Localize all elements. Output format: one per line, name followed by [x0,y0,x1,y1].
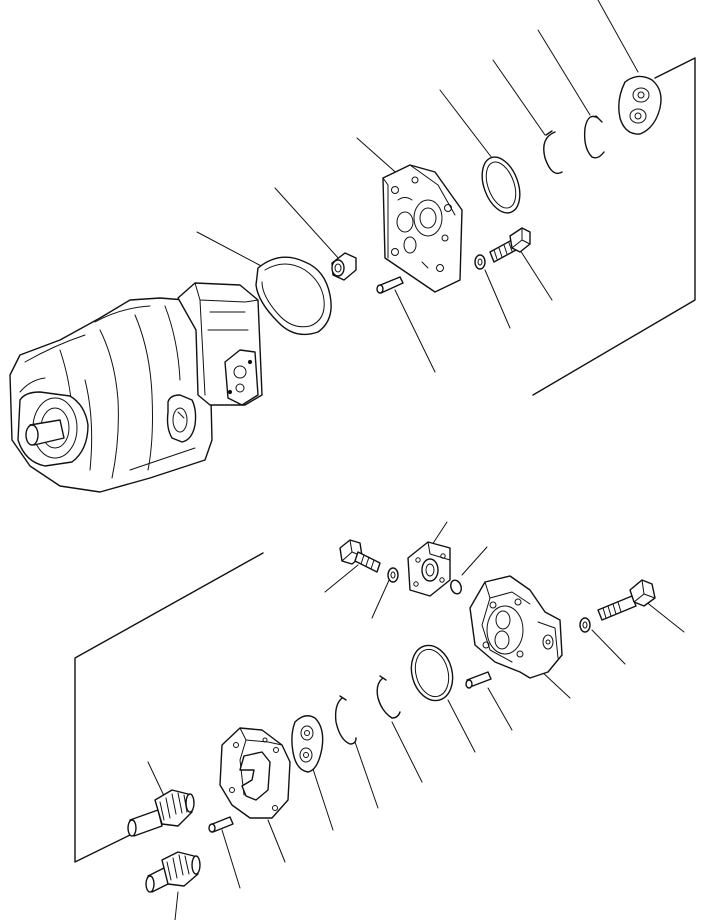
oring-small-lower [449,579,463,596]
snap-ring-upper-1 [544,131,562,173]
washer-lower-right [580,618,590,632]
lower-bracket-line [75,553,263,862]
dowel-pin-lower [466,672,491,688]
flange-plate-lower [408,542,450,596]
snap-ring-upper-2 [585,116,604,158]
snap-ring-lower-2 [336,696,356,744]
upper-leader-lines [197,0,638,372]
bolt-lower-left [340,540,380,572]
rear-cover-lower [470,576,562,678]
main-pump-body [10,283,262,492]
gasket-oring-large [256,257,331,334]
driven-gear [146,852,200,892]
oring-upper [475,152,527,218]
upper-bracket-line [533,58,695,395]
bolt-lower-right [598,580,655,620]
oring-lower [405,641,458,705]
dowel-pin-lower-left [209,817,233,832]
washer-upper [475,255,485,269]
bushing [332,253,356,280]
washer-lower-left [388,568,398,582]
drive-gear-shaft [128,790,194,836]
spacer-plate-lower [292,716,323,772]
gear-housing-lower [220,728,290,818]
bolt-upper [490,228,530,262]
cover-plate-upper [383,165,462,292]
spacer-plate-upper [619,76,661,134]
dowel-pin-upper [377,277,403,293]
snap-ring-lower-1 [377,676,400,718]
